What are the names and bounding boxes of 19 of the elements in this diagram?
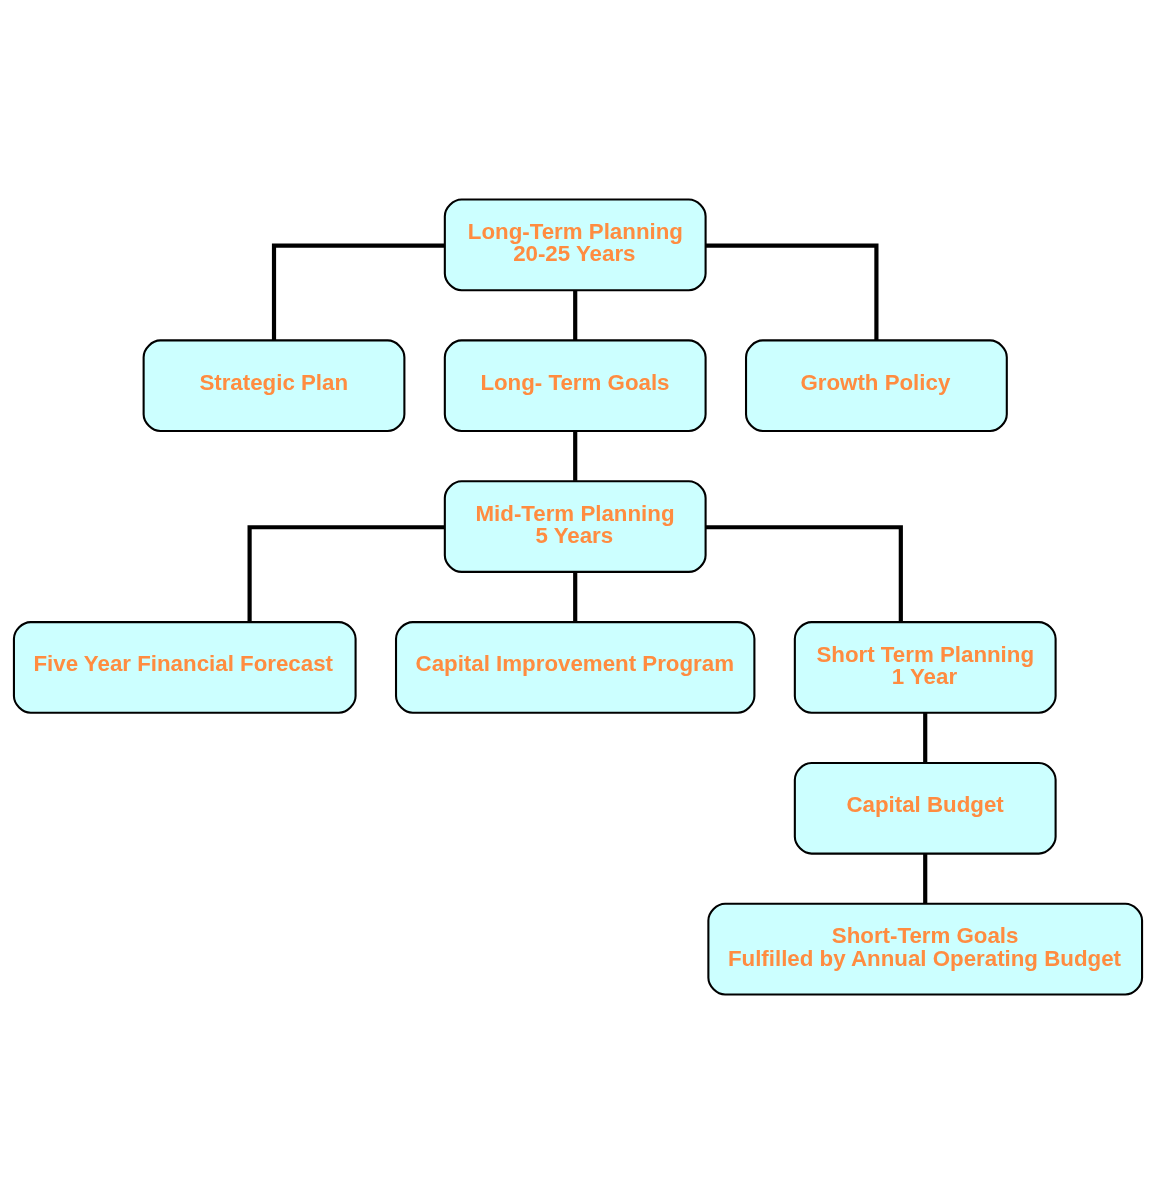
- node-box: Short Term Planning 1 Year: [793, 621, 1057, 714]
- node-box: Strategic Plan: [142, 339, 406, 433]
- node-box: Short-Term Goals Fulfilled by Annual Operating Budget: [707, 902, 1144, 996]
- node-box: Long- Term Goals: [443, 339, 707, 433]
- connector: [706, 243, 879, 341]
- connector: [705, 525, 903, 622]
- node-box: Capital Improvement Program: [394, 621, 756, 714]
- connector: [573, 571, 578, 622]
- node-box: Five Year Financial Forecast: [12, 621, 357, 714]
- node-box: Mid-Term Planning 5 Years: [443, 480, 707, 573]
- connector: [573, 290, 578, 340]
- node-box: Long-Term Planning 20-25 Years: [443, 198, 707, 292]
- connector: [247, 525, 445, 622]
- connector: [923, 853, 928, 904]
- connector: [573, 431, 578, 481]
- connector: [271, 243, 445, 341]
- connector: [923, 712, 928, 763]
- node-box: Capital Budget: [793, 761, 1057, 855]
- node-box: Growth Policy: [745, 339, 1008, 433]
